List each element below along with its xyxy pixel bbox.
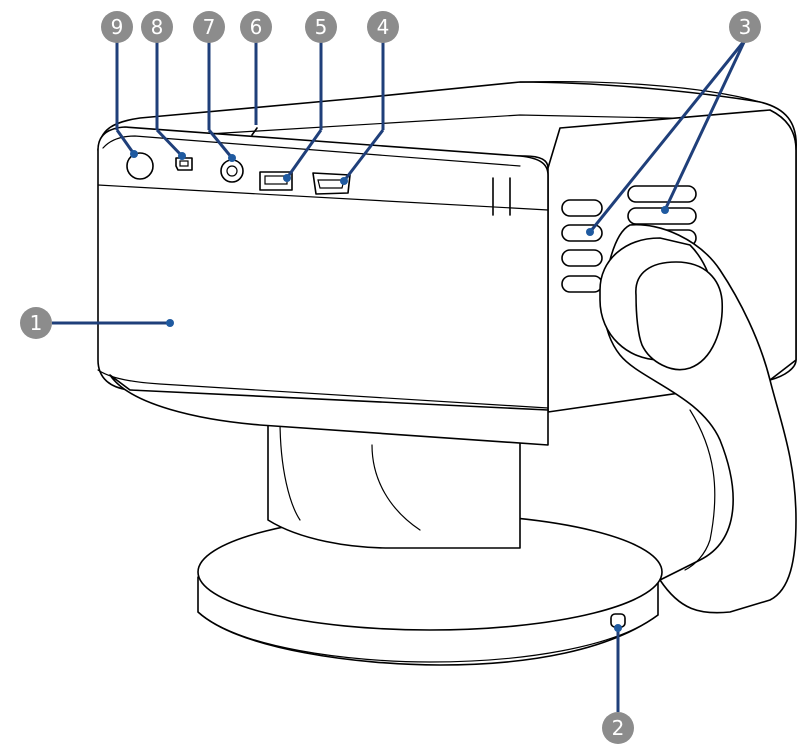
callout-6: 6: [240, 11, 272, 43]
svg-text:4: 4: [377, 15, 390, 39]
indicator-mark: [251, 127, 258, 136]
hdmi-port: [312, 172, 351, 195]
callout-3: 3: [729, 11, 761, 43]
callout-2: 2: [602, 712, 634, 744]
callout-1: 1: [20, 307, 52, 339]
support-arm: [599, 223, 797, 614]
rear-cylinder: [267, 419, 521, 549]
svg-text:5: 5: [315, 15, 328, 39]
callout-7: 7: [193, 11, 225, 43]
svg-text:2: 2: [612, 716, 625, 740]
svg-text:9: 9: [111, 15, 124, 39]
svg-text:6: 6: [250, 15, 263, 39]
callouts: 1 2 3 4 5 6 7 8: [20, 11, 761, 744]
power-button-port: [126, 152, 154, 180]
callout-9: 9: [101, 11, 133, 43]
svg-text:8: 8: [151, 15, 164, 39]
callout-4: 4: [367, 11, 399, 43]
audio-out-port: [220, 159, 244, 183]
service-port: [175, 157, 193, 171]
svg-text:1: 1: [30, 311, 43, 335]
callout-5: 5: [305, 11, 337, 43]
svg-text:3: 3: [739, 15, 752, 39]
leader-lines: [52, 39, 747, 712]
callout-8: 8: [141, 11, 173, 43]
air-vents: [561, 185, 697, 293]
svg-text:7: 7: [203, 15, 216, 39]
